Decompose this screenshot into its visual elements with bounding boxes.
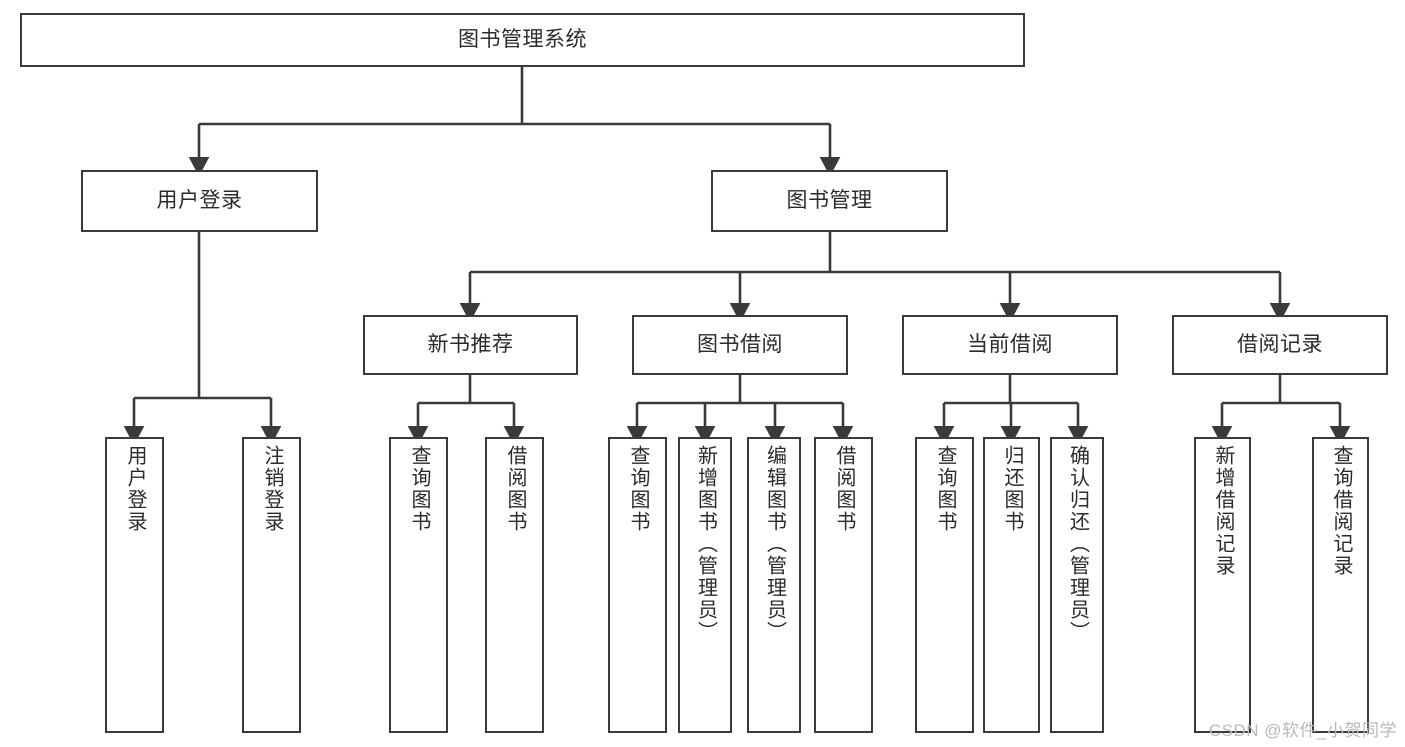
node-label: 查询图书	[934, 445, 956, 533]
leaf-query-borrow-record[interactable]: 查询借阅记录	[1312, 437, 1369, 733]
node-borrow-record[interactable]: 借阅记录	[1172, 315, 1388, 375]
node-label: 新书推荐	[427, 332, 514, 356]
node-label: 新增图书（管理员）	[694, 445, 717, 643]
leaf-add-book-admin[interactable]: 新增图书（管理员）	[678, 437, 732, 733]
leaf-edit-book-admin[interactable]: 编辑图书（管理员）	[747, 437, 801, 733]
leaf-confirm-return-admin[interactable]: 确认归还（管理员）	[1050, 437, 1104, 733]
leaf-borrow-book-recommend[interactable]: 借阅图书	[485, 437, 544, 733]
node-label: 归还图书	[1001, 445, 1023, 533]
node-book-management[interactable]: 图书管理	[711, 170, 948, 232]
node-label: 借阅记录	[1237, 332, 1323, 356]
node-label: 图书借阅	[697, 332, 783, 356]
leaf-logout-login[interactable]: 注销登录	[242, 437, 301, 733]
leaf-query-book-current[interactable]: 查询图书	[915, 437, 974, 733]
csdn-watermark: CSDN @软件_小贺同学	[1208, 721, 1397, 740]
leaf-add-borrow-record[interactable]: 新增借阅记录	[1194, 437, 1251, 733]
node-label: 编辑图书（管理员）	[763, 445, 786, 643]
node-label: 新增借阅记录	[1212, 445, 1234, 577]
node-label: 借阅图书	[504, 445, 526, 533]
node-user-login[interactable]: 用户登录	[81, 170, 318, 232]
leaf-query-book-recommend[interactable]: 查询图书	[389, 437, 448, 733]
node-label: 确认归还（管理员）	[1066, 445, 1089, 643]
node-label: 查询图书	[408, 445, 430, 533]
node-current-borrow[interactable]: 当前借阅	[902, 315, 1118, 375]
node-label: 当前借阅	[967, 332, 1053, 356]
node-label: 查询图书	[627, 445, 649, 533]
node-label: 借阅图书	[833, 445, 855, 533]
node-label: 注销登录	[261, 445, 283, 533]
node-label: 图书管理系统	[458, 27, 587, 51]
node-book-borrow[interactable]: 图书借阅	[632, 315, 848, 375]
leaf-borrow-book[interactable]: 借阅图书	[814, 437, 873, 733]
leaf-return-book[interactable]: 归还图书	[983, 437, 1040, 733]
node-label: 图书管理	[786, 188, 873, 212]
node-new-book-recommend[interactable]: 新书推荐	[363, 315, 578, 375]
node-label: 用户登录	[124, 445, 146, 533]
node-label: 用户登录	[156, 188, 243, 212]
node-root-book-management-system[interactable]: 图书管理系统	[20, 13, 1025, 67]
leaf-query-book-borrow[interactable]: 查询图书	[608, 437, 667, 733]
node-label: 查询借阅记录	[1330, 445, 1352, 577]
leaf-user-login[interactable]: 用户登录	[105, 437, 164, 733]
